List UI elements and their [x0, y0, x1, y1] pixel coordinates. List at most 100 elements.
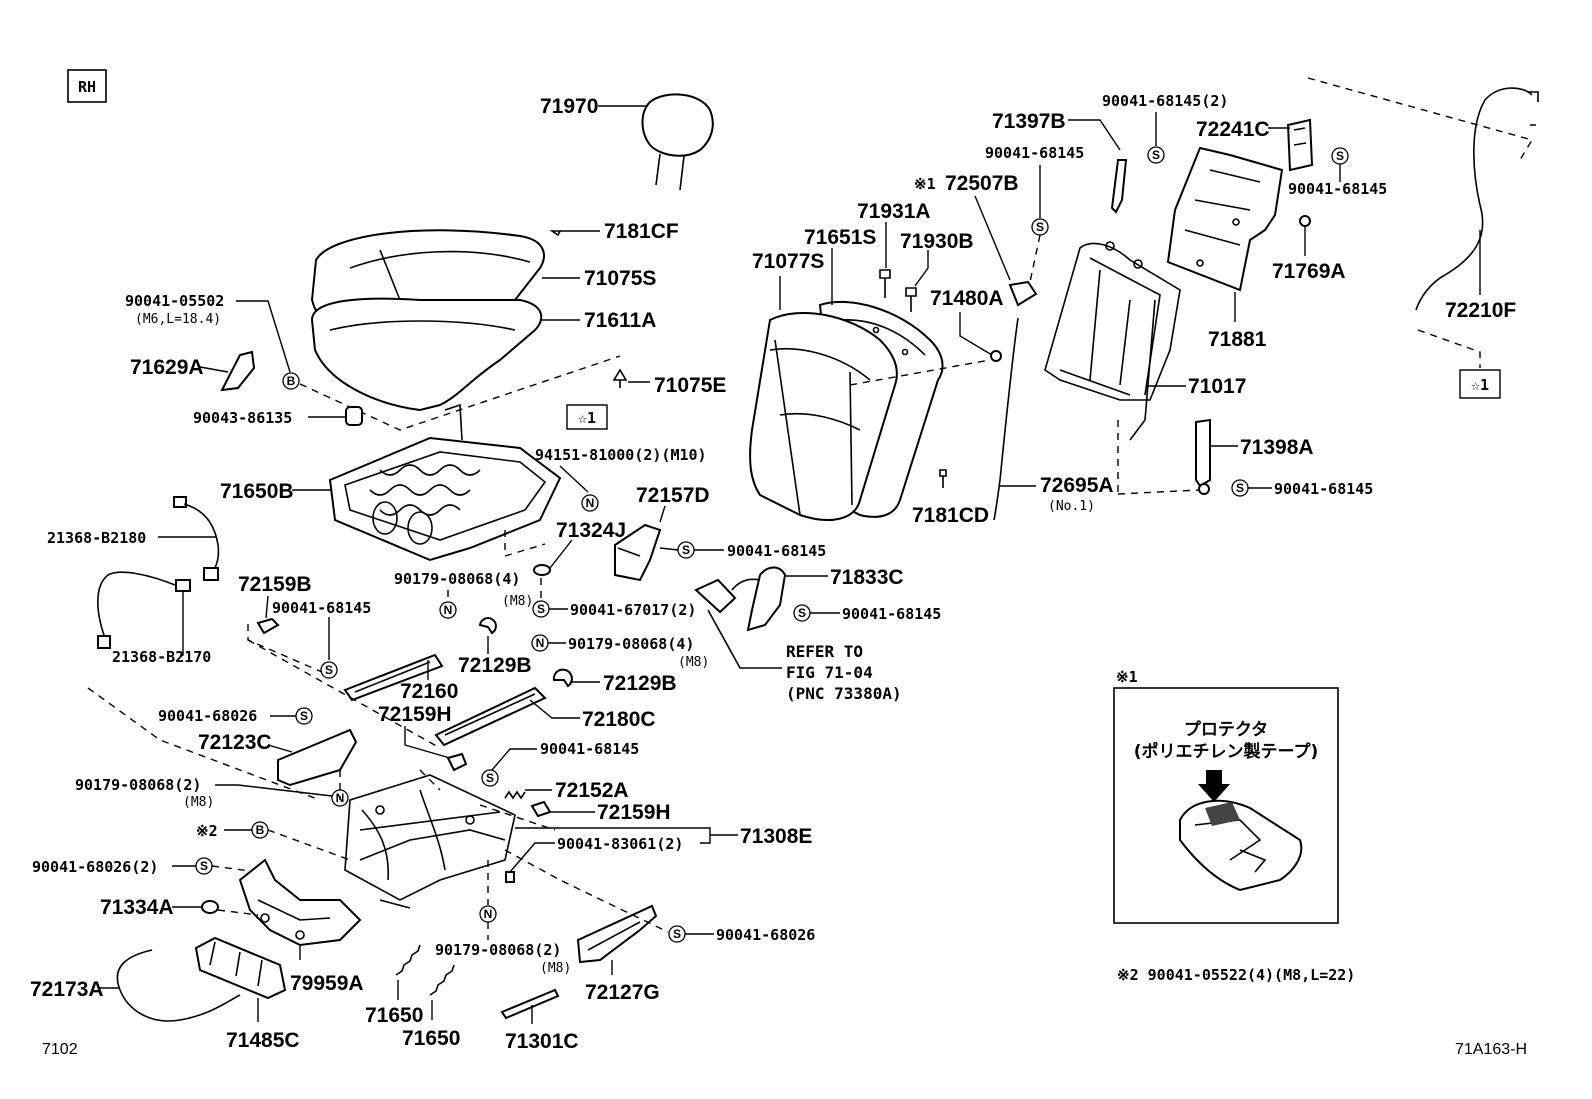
part-71650-b	[429, 964, 455, 996]
inset-title: プロテクタ	[1184, 719, 1268, 740]
side-indicator: RH	[78, 78, 96, 96]
part-71881	[1166, 146, 1284, 292]
part-79959A	[238, 858, 362, 947]
label-72159H-a: 72159H	[378, 703, 452, 726]
part-72173A	[116, 949, 241, 1022]
svg-text:S: S	[300, 709, 308, 723]
svg-text:B: B	[287, 374, 296, 388]
svg-text:S: S	[682, 543, 690, 557]
seat-back-drawing	[749, 301, 944, 521]
refer-line-1: REFER TO	[786, 642, 863, 661]
symbol-n: N	[581, 494, 599, 512]
label-72127G: 72127G	[585, 981, 660, 1004]
label-72159H-b: 72159H	[597, 801, 671, 824]
label-90041-05502-spec: (M6,L=18.4)	[135, 312, 221, 327]
label-90179-08068-4a: 90179-08068(4)	[394, 570, 520, 588]
label-mark1: ※1	[914, 175, 936, 193]
part-90041-83061	[505, 871, 515, 883]
label-72157D: 72157D	[636, 484, 710, 507]
harness-21368-B2170	[97, 571, 191, 649]
symbol-s: S	[532, 600, 550, 618]
label-79959A: 79959A	[290, 972, 364, 995]
part-71398A	[1195, 418, 1211, 488]
inset-subtitle: (ポリエチレン製テープ)	[1134, 741, 1319, 762]
part-71301C	[500, 988, 560, 1020]
label-72123C: 72123C	[198, 731, 272, 754]
label-72152A: 72152A	[555, 779, 629, 802]
label-90179-08068-4b: 90179-08068(4)	[568, 635, 694, 653]
label-71650B: 71650B	[220, 480, 294, 503]
symbol-s: S	[668, 925, 686, 943]
label-7181CD: 7181CD	[912, 504, 989, 527]
label-90041-83061: 90041-83061(2)	[557, 835, 683, 853]
label-90179-08068-2a-spec: (M8)	[183, 795, 214, 810]
footer-left-code: 7102	[42, 1041, 78, 1058]
protector-drawing	[1179, 770, 1303, 892]
label-71651S: 71651S	[804, 226, 876, 249]
label-90179-08068-4a-spec: (M8)	[502, 594, 533, 609]
label-72159B: 72159B	[238, 573, 312, 596]
symbol-b: B	[282, 372, 300, 390]
label-90041-68026-a: 90041-68026	[158, 707, 257, 725]
svg-text:S: S	[1152, 148, 1160, 162]
label-7181CF: 7181CF	[604, 220, 679, 243]
label-72695A: 72695A	[1040, 474, 1114, 497]
part-72507B	[1008, 280, 1038, 307]
label-90041-05502: 90041-05502	[125, 292, 224, 310]
label-note2-mark: ※2	[196, 822, 218, 840]
part-71650-a	[395, 944, 421, 976]
seat-rail-72160	[343, 653, 444, 702]
symbol-s: S	[793, 604, 811, 622]
label-71931A: 71931A	[857, 200, 931, 223]
seat-frame-drawing	[328, 403, 562, 562]
svg-text:S: S	[1236, 481, 1244, 495]
part-71324J	[533, 564, 551, 576]
svg-text:S: S	[325, 663, 333, 677]
harness-21368-B2180	[173, 496, 220, 581]
label-90041-68145-g: 90041-68145	[1274, 480, 1373, 498]
part-72157D	[614, 523, 662, 582]
refer-line-2: FIG 71-04	[786, 663, 873, 682]
label-90041-68026-2: 90041-68026(2)	[32, 858, 158, 876]
part-72152A	[504, 790, 526, 800]
part-72129B-a	[478, 617, 497, 635]
headrest-drawing	[641, 93, 714, 191]
label-21368-B2170: 21368-B2170	[112, 648, 211, 666]
symbol-s: S	[677, 541, 695, 559]
symbol-n: N	[439, 601, 457, 619]
symbol-b: B	[251, 821, 269, 839]
label-90179-08068-2b: 90179-08068(2)	[435, 941, 561, 959]
label-71769A: 71769A	[1272, 260, 1346, 283]
label-90041-67017: 90041-67017(2)	[570, 601, 696, 619]
label-71077S: 71077S	[752, 250, 824, 273]
seat-cushion-drawing	[310, 229, 545, 412]
label-90041-68145-c: 90041-68145	[842, 605, 941, 623]
label-71629A: 71629A	[130, 356, 204, 379]
label-71881: 71881	[1208, 328, 1267, 351]
symbol-s: S	[1331, 147, 1349, 165]
part-72210F	[1415, 87, 1533, 311]
label-72180C: 72180C	[582, 708, 656, 731]
part-71480A	[990, 350, 1002, 362]
symbol-n: N	[531, 634, 549, 652]
svg-text:N: N	[484, 907, 493, 921]
label-90179-08068-4b-spec: (M8)	[678, 655, 709, 670]
part-71769A	[1299, 215, 1311, 227]
star-ref-2: ☆1	[1471, 376, 1489, 394]
part-72129B-b	[552, 668, 573, 688]
part-72241C	[1286, 118, 1314, 172]
seat-belt-buckle	[694, 578, 782, 669]
part-71931A	[879, 269, 891, 298]
symbol-s: S	[1231, 479, 1249, 497]
symbol-n: N	[479, 905, 497, 923]
label-72210F: 72210F	[1445, 299, 1516, 322]
svg-text:S: S	[798, 606, 806, 620]
part-71485C	[194, 936, 287, 1000]
symbol-s: S	[320, 661, 338, 679]
part-71833C	[746, 566, 787, 632]
svg-text:S: S	[486, 771, 494, 785]
inset-mark: ※1	[1116, 668, 1138, 686]
part-72159H-a	[446, 752, 468, 772]
label-71970: 71970	[540, 95, 598, 118]
label-90041-68145-d: 90041-68145	[540, 740, 639, 758]
